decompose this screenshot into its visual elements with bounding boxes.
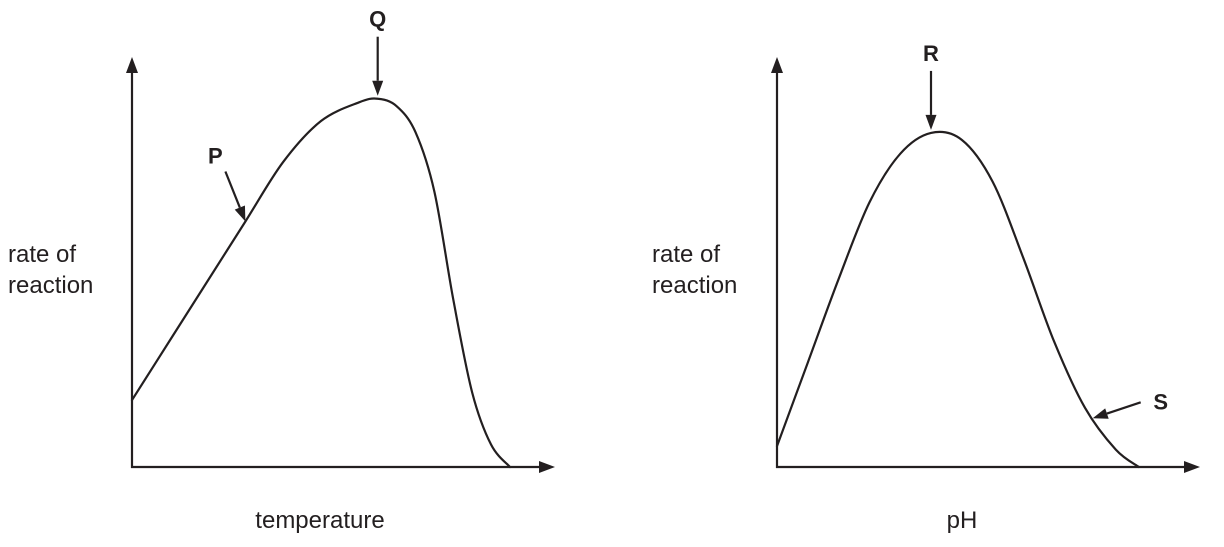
annotation-r-pointer-head	[925, 114, 937, 130]
annotation-p-pointer-head	[234, 205, 246, 222]
annotation-s-pointer-shaft	[1106, 401, 1142, 415]
x-axis-label: temperature	[255, 507, 384, 534]
annotation-p-label: P	[208, 143, 223, 168]
annotation-q-label: Q	[369, 7, 386, 32]
y-axis-label-line-1: rate of	[8, 241, 76, 268]
rate-curve	[130, 97, 512, 469]
x-axis-label: pH	[947, 507, 978, 534]
y-axis-label-line-2: reaction	[652, 272, 737, 299]
annotation-s-label: S	[1153, 389, 1168, 414]
x-axis-arrow-head	[539, 461, 555, 473]
y-axis-label-line-1: rate of	[652, 241, 720, 268]
y-axis-label-line-2: reaction	[8, 272, 93, 299]
annotation-r-label: R	[923, 41, 939, 66]
annotation-s-pointer-head	[1092, 408, 1109, 419]
rate-curve	[775, 130, 1140, 469]
y-axis-arrow-head	[126, 57, 138, 73]
annotation-q-pointer-head	[372, 80, 384, 96]
y-axis-arrow-head	[771, 57, 783, 73]
x-axis-arrow-head	[1184, 461, 1200, 473]
chart-2: rate of reaction pH R S	[652, 41, 1200, 534]
chart-1: rate of reaction temperature P Q	[8, 7, 555, 534]
annotation-p-pointer-shaft	[224, 171, 241, 208]
